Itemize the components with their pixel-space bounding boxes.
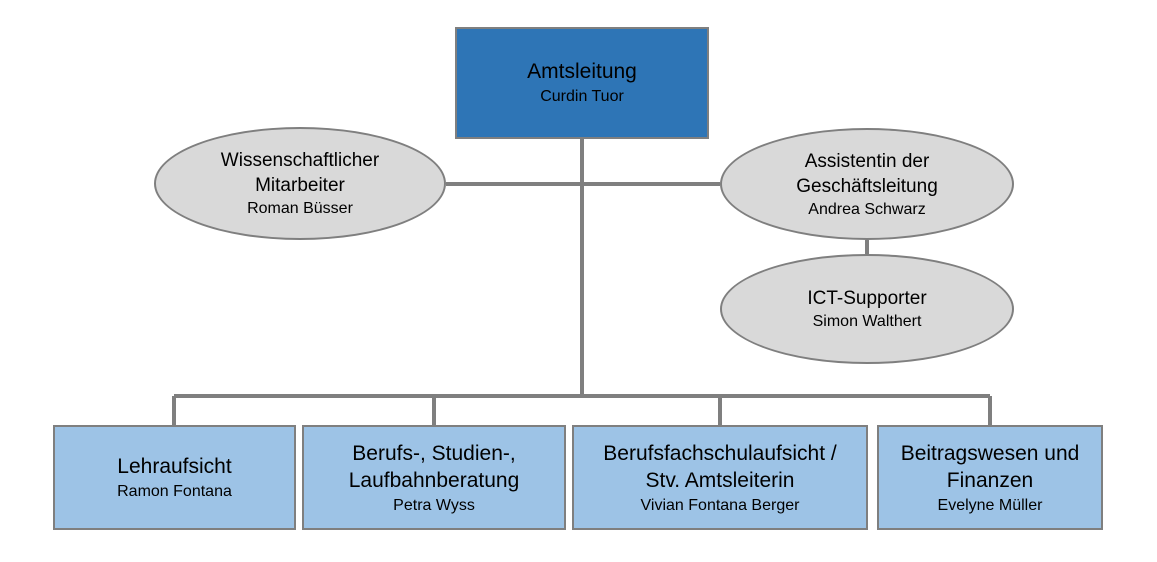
node-title: Wissenschaftlicher Mitarbeiter [220,150,380,196]
node-title: Berufs-, Studien-, Laufbahnberatung [348,441,520,492]
node-title: Beitragswesen und Finanzen [900,441,1080,492]
node-person: Ramon Fontana [117,483,232,500]
node-person: Evelyne Müller [937,496,1043,514]
node-title: Lehraufsicht [117,455,232,478]
node-title: Amtsleitung [527,60,637,83]
node-title: ICT-Supporter [807,288,927,309]
node-assistentin-geschaeftsleitung: Assistentin der Geschäftsleitung Andrea … [720,128,1014,240]
node-person: Simon Walthert [812,313,922,330]
node-person: Andrea Schwarz [808,200,926,218]
node-amtsleitung: Amtsleitung Curdin Tuor [455,27,709,139]
node-berufs-studien-laufbahnberatung: Berufs-, Studien-, Laufbahnberatung Petr… [302,425,566,530]
node-beitragswesen-finanzen: Beitragswesen und Finanzen Evelyne Mülle… [877,425,1103,530]
node-berufsfachschulaufsicht: Berufsfachschulaufsicht / Stv. Amtsleite… [572,425,868,530]
node-title: Assistentin der Geschäftsleitung [796,150,938,197]
node-ict-supporter: ICT-Supporter Simon Walthert [720,254,1014,364]
node-lehraufsicht: Lehraufsicht Ramon Fontana [53,425,296,530]
node-person: Curdin Tuor [540,88,624,105]
node-person: Roman Büsser [247,200,353,217]
node-title: Berufsfachschulaufsicht / Stv. Amtsleite… [603,441,837,492]
node-person: Vivian Fontana Berger [640,496,800,514]
node-wissenschaftlicher-mitarbeiter: Wissenschaftlicher Mitarbeiter Roman Büs… [154,127,446,240]
node-person: Petra Wyss [393,496,475,514]
